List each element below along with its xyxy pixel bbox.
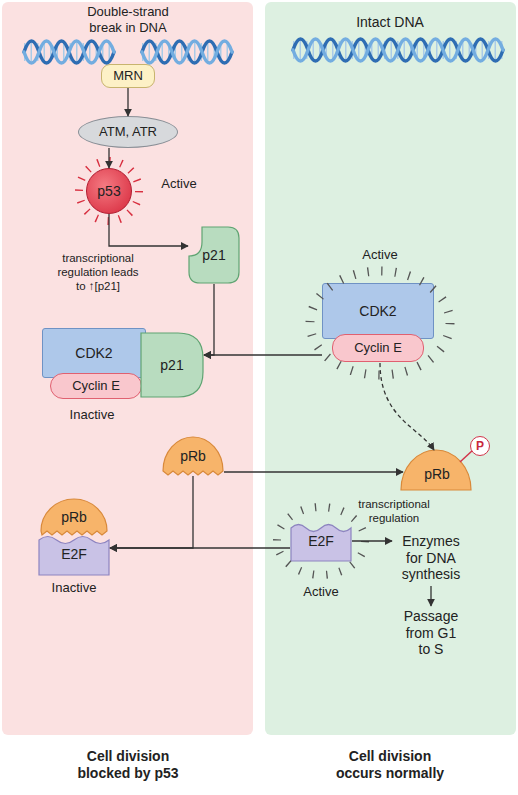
node-text: E2F	[290, 520, 352, 562]
node-text: pRb	[40, 498, 108, 536]
dna-rungs	[293, 41, 503, 59]
state-text: pRb	[402, 464, 472, 484]
shape-path	[41, 499, 107, 535]
connector-arrow	[110, 476, 193, 548]
annotation-label: Intact DNA	[340, 14, 440, 32]
node-text: ATM, ATR	[79, 117, 177, 147]
prb-protein: pRb	[162, 436, 224, 476]
dna-strand	[293, 39, 503, 61]
condition-panel: Cell division blocked by p53MRNATM, ATRp…	[2, 2, 253, 735]
e2f-protein: E2FActive	[290, 520, 352, 562]
connector-arrow	[127, 88, 128, 116]
node-text: E2F	[38, 532, 110, 576]
shape-path	[141, 333, 203, 397]
connector-arrow	[110, 547, 290, 548]
outcome-text: Passage from G1 to S	[400, 606, 462, 660]
connector-arrow	[352, 540, 392, 541]
node-text: p53	[87, 169, 131, 213]
connector-arrow	[430, 586, 431, 606]
node-text: P	[471, 437, 489, 455]
protein-complex: MRN	[101, 64, 155, 88]
dna-strand	[24, 41, 114, 63]
connector-arrow	[204, 354, 322, 355]
kinase-ellipse: ATM, ATR	[78, 116, 178, 148]
state-text: Active	[290, 584, 352, 600]
activity-rays	[277, 507, 365, 575]
node-text: p21	[188, 226, 240, 284]
p53-circle: p53Active	[86, 168, 132, 214]
cyclin-pill: Cyclin E	[332, 334, 424, 362]
dna-rungs	[24, 43, 114, 61]
node-text: Enzymes for DNA synthesis	[392, 530, 470, 586]
node-text: MRN	[102, 65, 154, 87]
cdk2-box: CDK2	[322, 283, 434, 339]
phosphate-circle: P	[470, 436, 490, 456]
state-text: Cell division blocked by p53	[63, 745, 193, 785]
shape-path	[401, 450, 471, 490]
node-text: Cyclin E	[51, 374, 141, 398]
dna-helix-intact	[293, 39, 503, 61]
shape-path	[189, 227, 239, 283]
state-text: Active	[149, 175, 209, 193]
state-text: Inactive	[38, 580, 110, 596]
e2f-protein: E2F	[38, 532, 110, 576]
state-text: Active	[340, 246, 420, 264]
node-text: Cyclin E	[333, 335, 423, 361]
active-complex: ActiveCDK2Cyclin E	[322, 283, 438, 363]
node-text: CDK2	[43, 329, 145, 377]
edge-label: transcriptional regulation	[350, 498, 438, 528]
p21-protein: p21	[140, 332, 204, 398]
state-text: Inactive	[52, 406, 132, 424]
dna-strand	[142, 41, 232, 63]
node-text: Passage from G1 to S	[400, 606, 462, 660]
inactive-complex: InactiveCDK2Cyclin Ep21	[42, 328, 204, 400]
cdk2-box: CDK2	[42, 328, 146, 378]
annotation-label: Double-strand break in DNA	[78, 4, 178, 38]
edge-label: transcriptional regulation leads to ↑[p2…	[56, 252, 140, 300]
connector-arrow	[204, 284, 214, 355]
condition-panel: Cell division occurs normallyActiveCDK2C…	[265, 2, 516, 735]
node-text: CDK2	[323, 284, 433, 338]
dna-strand	[142, 41, 232, 63]
connector-arrow	[108, 148, 109, 168]
shape-path	[163, 437, 223, 475]
node-text: pRb	[162, 436, 224, 476]
outcome-text: Enzymes for DNA synthesis	[392, 530, 470, 586]
cyclin-pill: Cyclin E	[50, 373, 142, 399]
dna-strand	[24, 41, 114, 63]
state-text: Cell division occurs normally	[325, 745, 455, 785]
connector-arrow	[109, 214, 188, 246]
activity-rays	[310, 271, 450, 375]
activity-rays	[79, 161, 139, 221]
connector-arrow	[224, 471, 403, 472]
node-text: p21	[140, 332, 204, 398]
prb-protein: pRb	[40, 498, 108, 536]
p21-protein: p21	[188, 226, 240, 284]
inactive-complex: InactivepRbE2F	[38, 498, 110, 576]
dna-helix-broken	[24, 41, 232, 63]
prb-protein: pRb P	[400, 436, 492, 492]
dna-rungs	[142, 43, 232, 61]
dna-strand	[293, 39, 503, 61]
connector-arrow	[380, 363, 434, 450]
